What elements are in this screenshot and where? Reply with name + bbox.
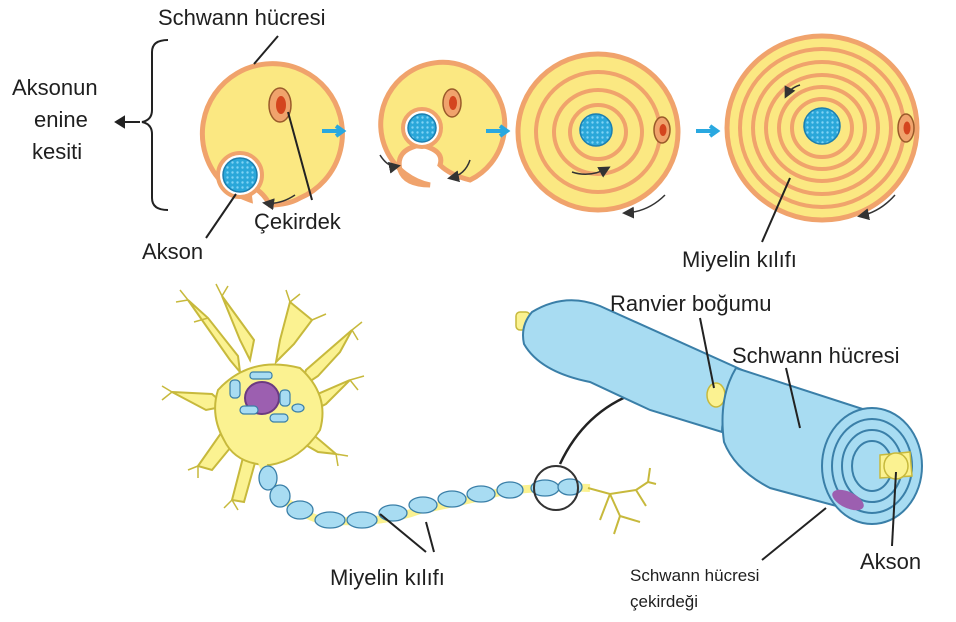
schwann-stage-2 — [380, 62, 505, 185]
label-akson-right: Akson — [860, 550, 921, 574]
cross-section-bracket — [116, 40, 168, 210]
label-schwann-nucleus-1: Schwann hücresi — [630, 565, 759, 587]
label-schwann-right: Schwann hücresi — [732, 344, 900, 368]
stage-arrow-3 — [696, 126, 717, 136]
schwann-stage-3 — [518, 54, 678, 213]
label-kesiti: kesiti — [32, 140, 82, 164]
label-aksonun: Aksonun — [12, 76, 98, 100]
label-miyelin-top: Miyelin kılıfı — [682, 248, 797, 272]
label-akson-top: Akson — [142, 240, 203, 264]
label-schwann-nucleus-2: çekirdeği — [630, 591, 698, 613]
label-miyelin-bottom: Miyelin kılıfı — [330, 566, 445, 590]
label-ranvier: Ranvier boğumu — [610, 292, 771, 316]
schwann-stage-4 — [727, 36, 917, 220]
label-schwann-top: Schwann hücresi — [158, 6, 326, 30]
schwann-stage-1 — [202, 64, 342, 205]
label-cekirdek: Çekirdek — [254, 210, 341, 234]
label-enine: enine — [34, 108, 88, 132]
